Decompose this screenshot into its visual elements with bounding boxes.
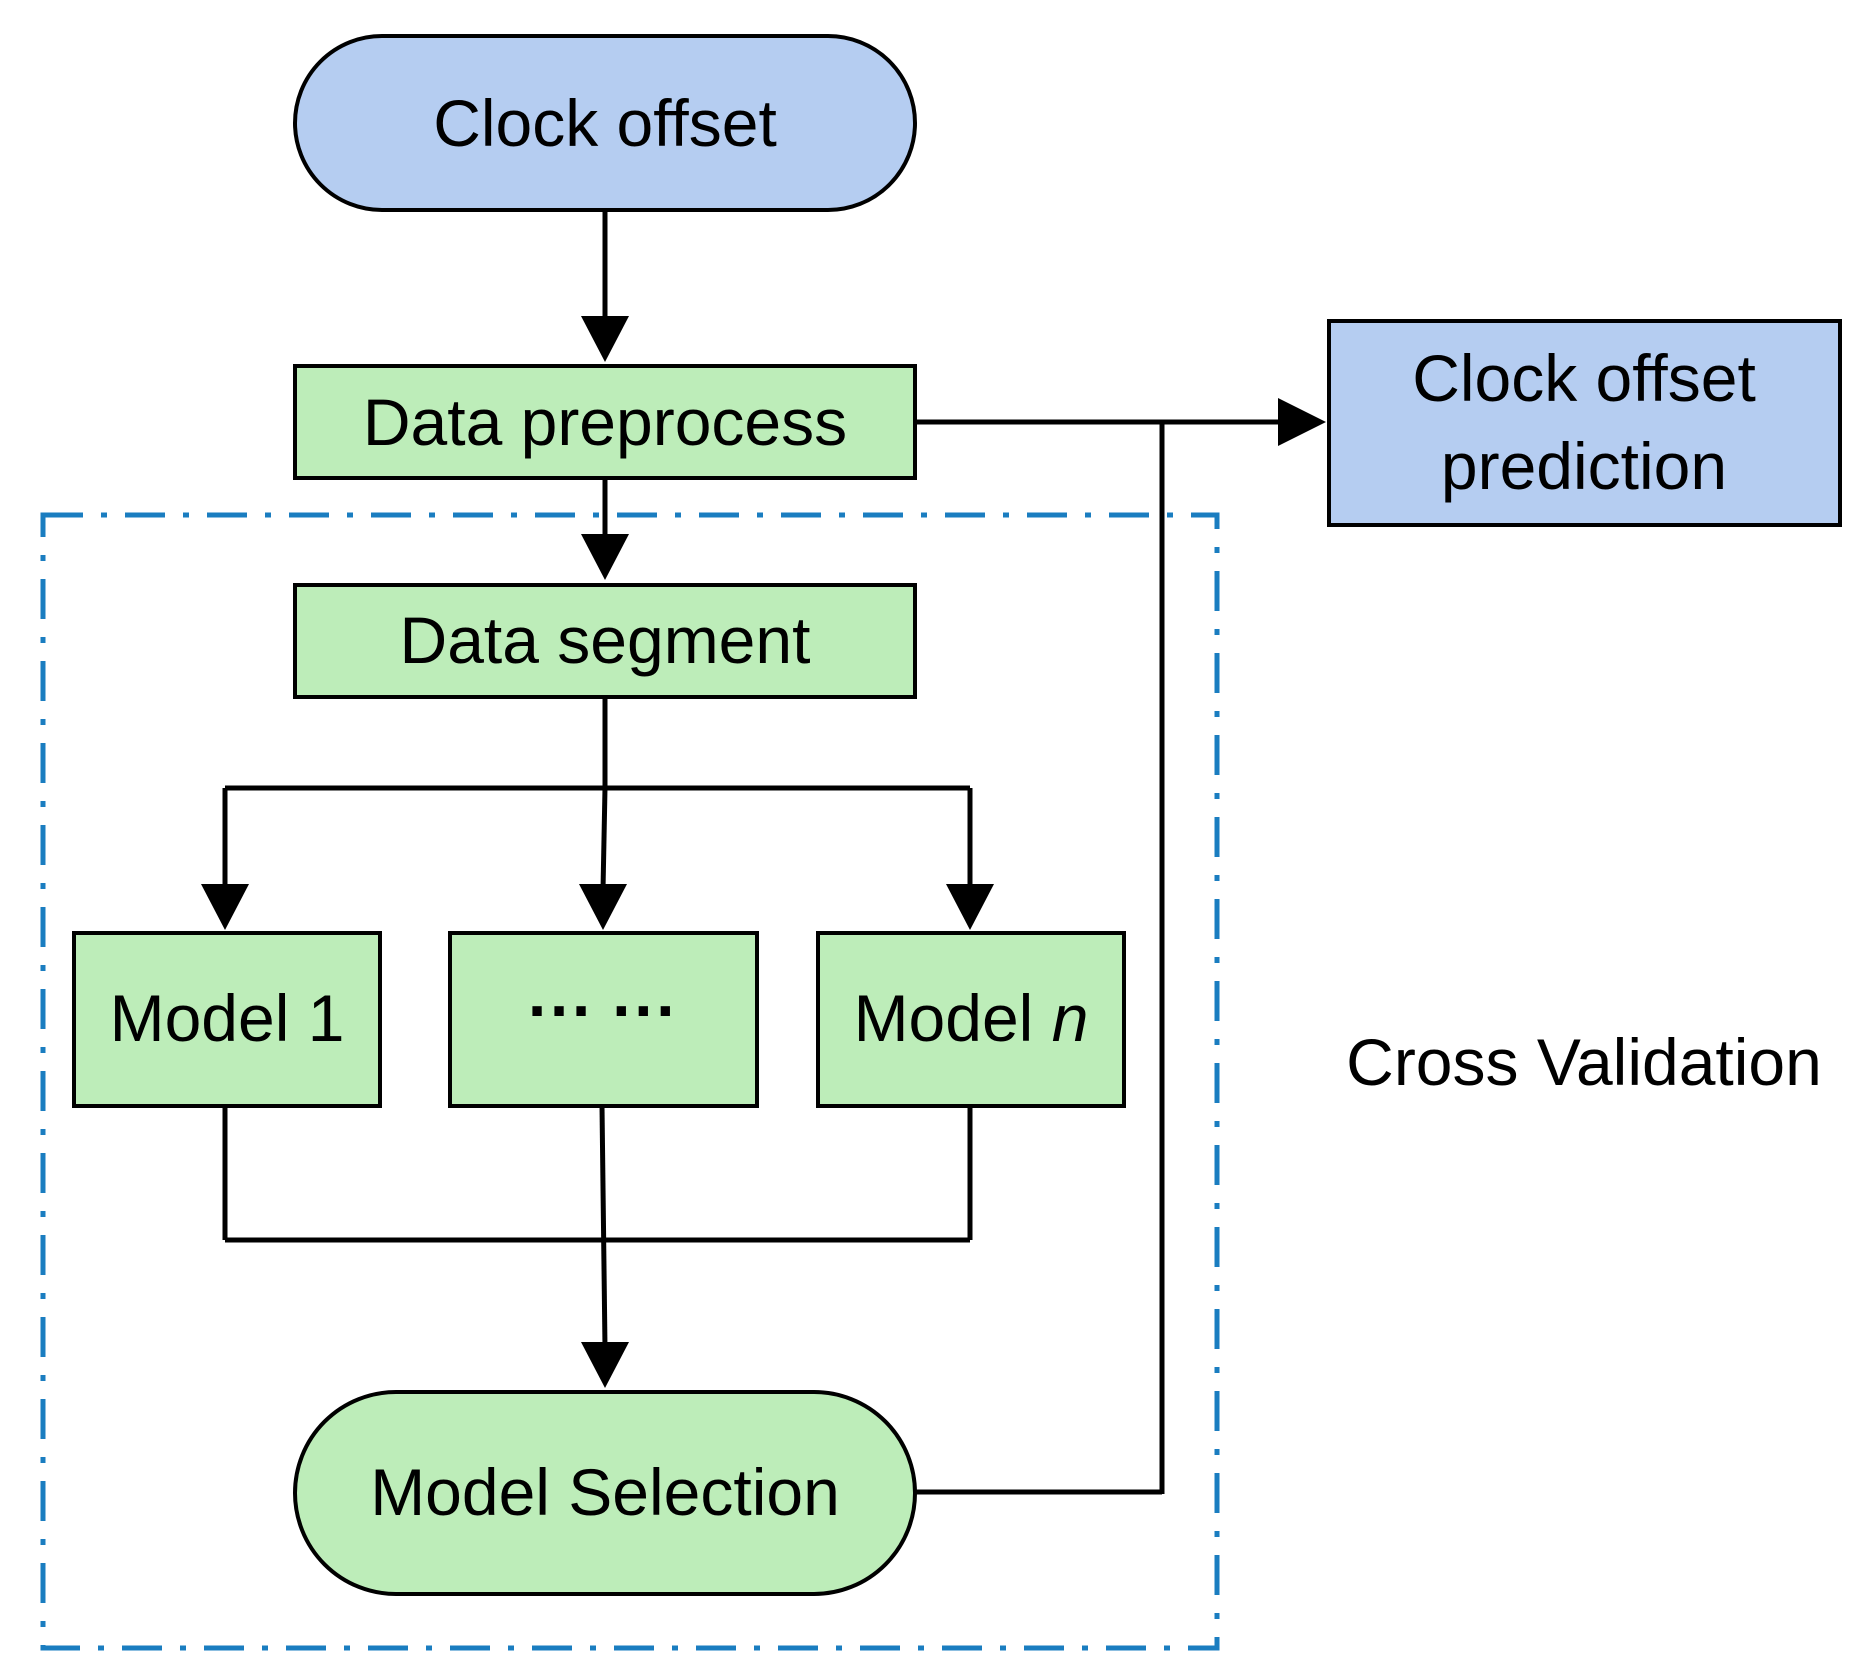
cross-validation-label: Cross Validation bbox=[1346, 1025, 1822, 1099]
arrowhead-model-selection bbox=[581, 1342, 629, 1388]
data-preprocess-shape bbox=[293, 364, 917, 480]
model-1-label: Model 1 bbox=[110, 981, 345, 1055]
arrowhead-model-n bbox=[946, 884, 994, 930]
prediction-node: Clock offset prediction bbox=[1327, 319, 1842, 527]
model-n-variable: n bbox=[1052, 981, 1089, 1055]
model-n-shape bbox=[816, 931, 1126, 1108]
data-preprocess-node: Data preprocess bbox=[293, 364, 917, 480]
ellipsis-shape bbox=[448, 931, 759, 1108]
data-segment-node: Data segment bbox=[293, 583, 917, 699]
data-preprocess-label: Data preprocess bbox=[363, 385, 847, 459]
model-1-node: Model 1 bbox=[72, 931, 382, 1108]
model-n-node: Model n bbox=[816, 931, 1126, 1108]
arrowhead-prediction bbox=[1278, 398, 1326, 446]
clock-offset-label: Clock offset bbox=[433, 86, 777, 160]
arrowhead-model-1 bbox=[201, 884, 249, 930]
clock-offset-shape bbox=[293, 34, 917, 212]
model-n-prefix: Model bbox=[854, 981, 1052, 1055]
model-selection-shape bbox=[293, 1390, 917, 1596]
arrowhead-segment bbox=[581, 534, 629, 580]
cross-validation-frame bbox=[40, 512, 1220, 1651]
model-n-label: Model n bbox=[854, 981, 1089, 1055]
arrowhead-ellipsis bbox=[579, 884, 627, 930]
arrowhead-preprocess bbox=[581, 316, 629, 362]
prediction-label-line2: prediction bbox=[1441, 429, 1727, 503]
prediction-shape bbox=[1327, 319, 1842, 527]
clock-offset-node: Clock offset bbox=[293, 34, 917, 212]
prediction-label-line1: Clock offset bbox=[1412, 341, 1756, 415]
model-selection-label: Model Selection bbox=[370, 1455, 840, 1529]
connector-from-ellipsis bbox=[599, 1105, 608, 1349]
connector-to-ellipsis bbox=[600, 787, 608, 891]
model-1-shape bbox=[72, 931, 382, 1108]
data-segment-shape bbox=[293, 583, 917, 699]
data-segment-label: Data segment bbox=[400, 603, 811, 677]
ellipsis-node: ··· ··· bbox=[448, 931, 759, 1108]
ellipsis-label: ··· ··· bbox=[528, 973, 678, 1047]
connectors bbox=[201, 210, 1326, 1495]
model-selection-node: Model Selection bbox=[293, 1390, 917, 1596]
